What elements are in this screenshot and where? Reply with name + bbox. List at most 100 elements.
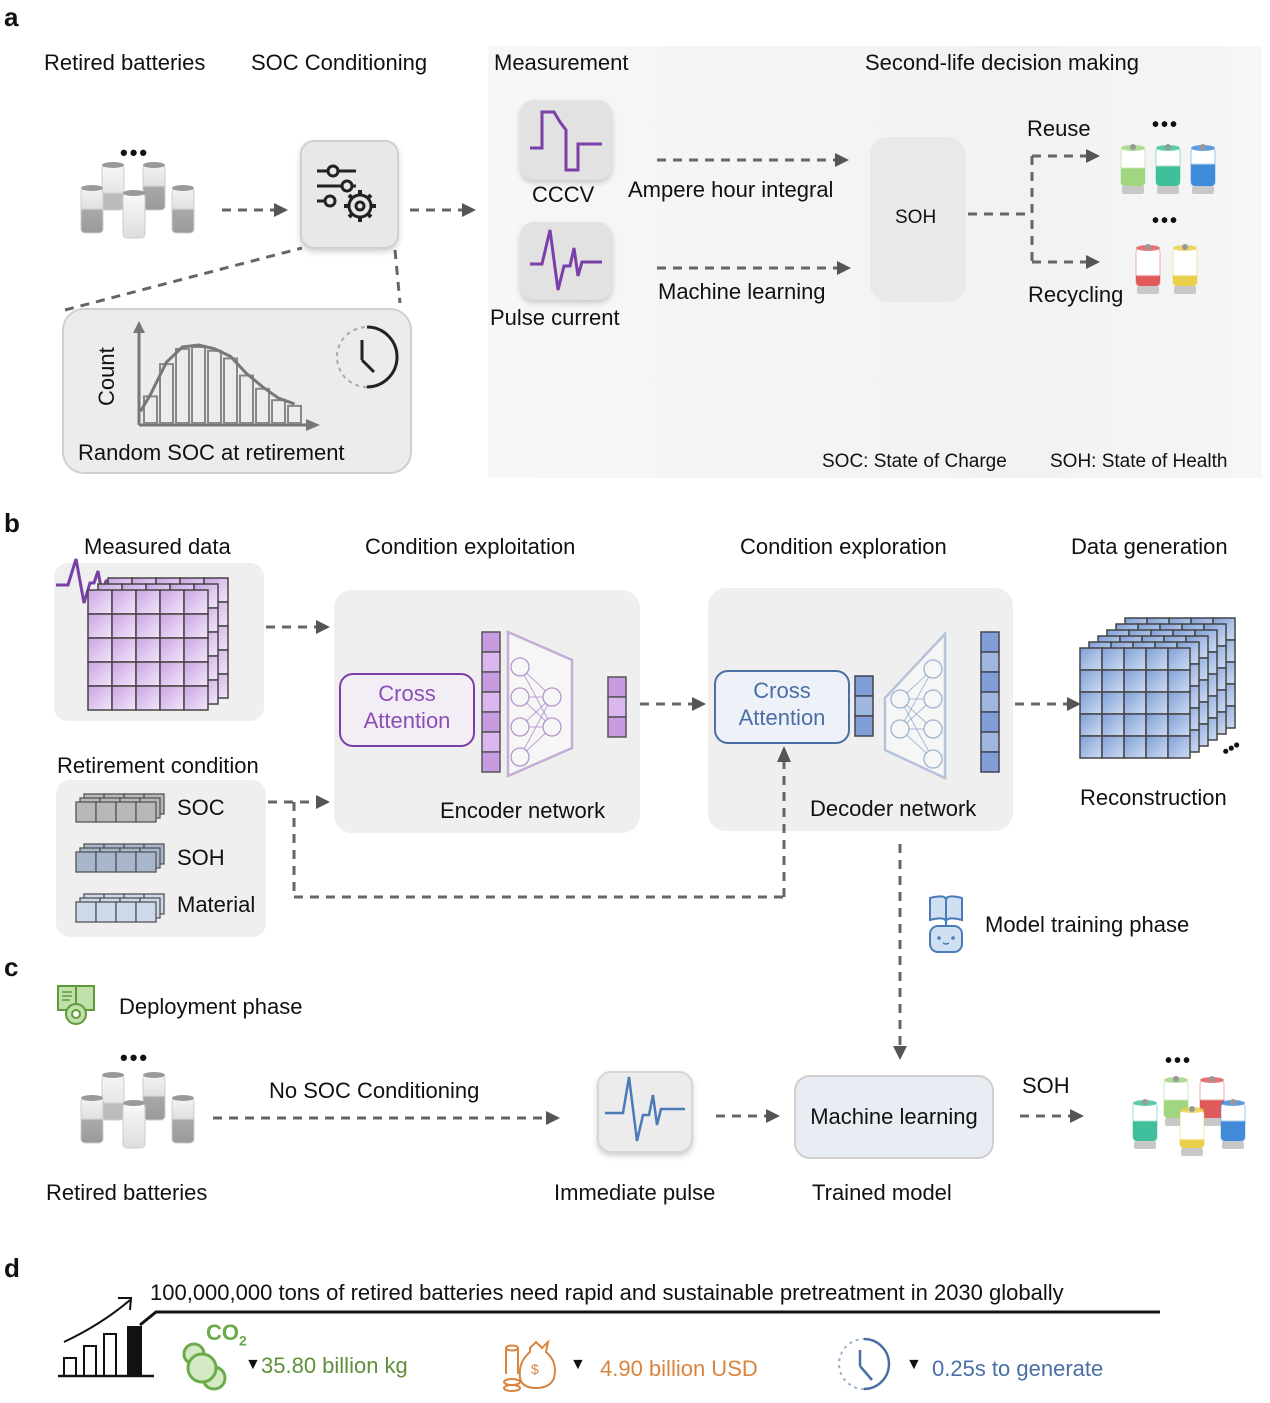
co2-label: CO2 — [206, 1320, 247, 1348]
battery-yellow — [1172, 244, 1198, 294]
histogram-bar — [271, 399, 286, 424]
measured-grid-layer — [87, 589, 209, 711]
deployment-phase-label: Deployment phase — [119, 994, 303, 1019]
header-soc-conditioning: SOC Conditioning — [251, 50, 428, 75]
model-training-phase-label: Model training phase — [985, 912, 1190, 937]
condition-block — [75, 901, 157, 923]
battery-red — [1135, 244, 1161, 294]
arrow-decoder-to-reconstruction — [1015, 697, 1081, 711]
retired-batteries-icon — [80, 1072, 195, 1149]
cross-attention-line1: Cross — [378, 681, 436, 706]
reconstruction-grid — [1079, 617, 1236, 759]
robot-book-icon — [929, 895, 963, 953]
co2-reduction-value: 35.80 billion kg — [261, 1353, 408, 1378]
ellipsis: ••• — [120, 1045, 150, 1070]
battery-yellow — [1179, 1106, 1205, 1156]
condition-block — [75, 801, 157, 823]
time-down-marker: ▼ — [906, 1356, 922, 1373]
ellipsis: ••• — [1165, 1050, 1193, 1072]
retirement-condition-title: Retirement condition — [57, 753, 259, 778]
battery-teal — [1155, 144, 1181, 194]
retired-batteries-icon — [80, 162, 195, 239]
recon-grid-layer — [1079, 647, 1191, 759]
soh-box: SOH — [870, 137, 966, 302]
cross-attention-line1: Cross — [753, 678, 811, 703]
random-soc-inset: Count Random SOC at retirement — [62, 308, 412, 474]
recycling-label: Recycling — [1028, 282, 1124, 307]
arrow-pulse-to-ml — [716, 1109, 780, 1123]
header-retired-batteries: Retired batteries — [44, 50, 206, 75]
cccv-waveform-box — [520, 100, 612, 180]
histogram-bar — [223, 357, 238, 424]
time-value: 0.25s to generate — [932, 1356, 1104, 1381]
condition-blocks — [75, 793, 165, 923]
ampere-hour-integral-label: Ampere hour integral — [628, 177, 834, 202]
machine-learning-box-label: Machine learning — [810, 1104, 978, 1129]
cost-reduction-value: 4.90 billion USD — [600, 1356, 758, 1381]
sorted-batteries-icon — [1120, 144, 1216, 294]
arrow-to-measurement — [410, 203, 476, 217]
arrow-batteries-to-pulse — [213, 1111, 560, 1125]
settings-sliders-gear-icon — [317, 164, 376, 222]
header-measured-data: Measured data — [84, 534, 231, 559]
cross-attention-line2: Attention — [738, 705, 826, 730]
retired-batteries-label: Retired batteries — [46, 1180, 208, 1205]
cccv-label: CCCV — [532, 182, 595, 207]
header-condition-exploration: Condition exploration — [740, 534, 947, 559]
latent-vector — [607, 676, 627, 738]
neural-network — [883, 630, 947, 780]
headline-underline — [139, 1310, 1160, 1327]
panel-d-letter: d — [4, 1253, 20, 1283]
reuse-label: Reuse — [1027, 116, 1091, 141]
encoder-network-diagram — [481, 630, 627, 778]
co2-bubbles-icon — [182, 1342, 227, 1391]
measured-data-grid — [87, 577, 229, 711]
decoder-box: Cross Attention Decoder network — [708, 588, 1013, 831]
header-measurement: Measurement — [494, 50, 629, 75]
deployment-gear-book-icon — [57, 985, 95, 1025]
cost-down-marker: ▼ — [570, 1356, 586, 1373]
battery-blue — [1190, 144, 1216, 194]
battery-red — [1199, 1076, 1225, 1126]
latent-vector — [854, 675, 874, 737]
condition-material: Material — [177, 892, 256, 917]
pulse-waveform-icon — [605, 1076, 685, 1142]
histogram-bar — [239, 374, 254, 424]
co2-subscript: 2 — [239, 1332, 247, 1349]
recycling-ellipsis: ••• — [1152, 210, 1180, 232]
arrow-ml-to-batteries — [1020, 1109, 1084, 1123]
header-second-life: Second-life decision making — [865, 50, 1139, 75]
co2-text: CO — [206, 1320, 239, 1345]
panel-b-letter: b — [4, 508, 20, 538]
ellipsis: ••• — [120, 140, 150, 165]
clock-icon — [336, 325, 399, 389]
no-soc-conditioning-label: No SOC Conditioning — [269, 1078, 480, 1103]
soh-output-label: SOH — [1022, 1073, 1070, 1098]
svg-text:$: $ — [531, 1361, 539, 1377]
latent-vector — [980, 631, 1000, 773]
arrow-cccv-to-soh — [657, 153, 849, 167]
growth-bar-chart-icon — [58, 1297, 154, 1378]
histogram-bar — [287, 404, 302, 425]
condition-routing-arrows — [268, 746, 791, 899]
cross-attention-line2: Attention — [363, 708, 451, 733]
header-data-generation: Data generation — [1071, 534, 1228, 559]
neural-network — [506, 630, 574, 778]
co2-down-marker: ▼ — [245, 1356, 261, 1373]
pulse-waveform-box — [520, 222, 612, 300]
arrow-encoder-to-decoder — [640, 697, 706, 711]
battery-green — [1120, 144, 1146, 194]
soc-histogram — [133, 321, 320, 431]
panel-a-letter: a — [4, 2, 19, 32]
money-bag-coins-icon: $ — [503, 1338, 556, 1392]
machine-learning-box[interactable]: Machine learning — [794, 1075, 994, 1159]
encoder-cross-attention: Cross Attention — [339, 673, 475, 747]
arrow-training-to-model — [893, 844, 907, 1060]
y-axis-label-count: Count — [94, 347, 119, 406]
arrow-pulse-to-soh — [657, 261, 851, 275]
decoder-cross-attention: Cross Attention — [714, 670, 850, 744]
panel-c-letter: c — [4, 952, 19, 982]
inset-caption: Random SOC at retirement — [78, 440, 345, 465]
condition-soc: SOC — [177, 795, 225, 820]
headline-text: 100,000,000 tons of retired batteries ne… — [150, 1280, 1064, 1305]
